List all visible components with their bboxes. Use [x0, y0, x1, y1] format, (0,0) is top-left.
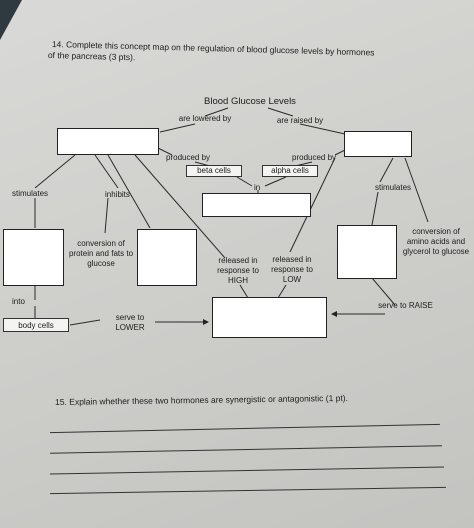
label-body-cells: body cells: [3, 318, 69, 332]
label-stimulates-right: stimulates: [375, 183, 412, 192]
label-inhibits: inhibits: [105, 190, 130, 199]
blank-box-top-left[interactable]: [57, 128, 159, 155]
label-are-raised-by: are raised by: [276, 116, 324, 125]
label-into: into: [12, 297, 25, 306]
blank-box-center[interactable]: [212, 297, 327, 338]
label-conversion-protein: conversion of protein and fats to glucos…: [68, 239, 134, 268]
label-serve-lower: serve to LOWER: [115, 313, 145, 332]
label-conversion-amino: conversion of amino acids and glycerol t…: [402, 227, 470, 256]
label-in: in: [254, 183, 261, 192]
label-beta-cells: beta cells: [186, 165, 242, 177]
map-title: Blood Glucose Levels: [204, 96, 296, 107]
blank-box-left-2[interactable]: [137, 229, 197, 286]
label-released-low: released in response to LOW: [271, 255, 313, 284]
blank-box-top-right[interactable]: [344, 131, 412, 157]
label-produced-by-right: produced by: [292, 153, 337, 162]
blank-box-left-1[interactable]: [3, 229, 64, 286]
label-serve-raise: serve to RAISE: [378, 301, 433, 310]
label-alpha-cells: alpha cells: [262, 165, 318, 177]
label-are-lowered-by: are lowered by: [178, 114, 232, 123]
blank-box-right-1[interactable]: [337, 225, 397, 279]
label-released-high: released in response to HIGH: [217, 256, 259, 285]
blank-box-organ[interactable]: [202, 193, 311, 217]
label-produced-by-left: produced by: [166, 153, 211, 162]
label-stimulates-left: stimulates: [12, 189, 49, 198]
